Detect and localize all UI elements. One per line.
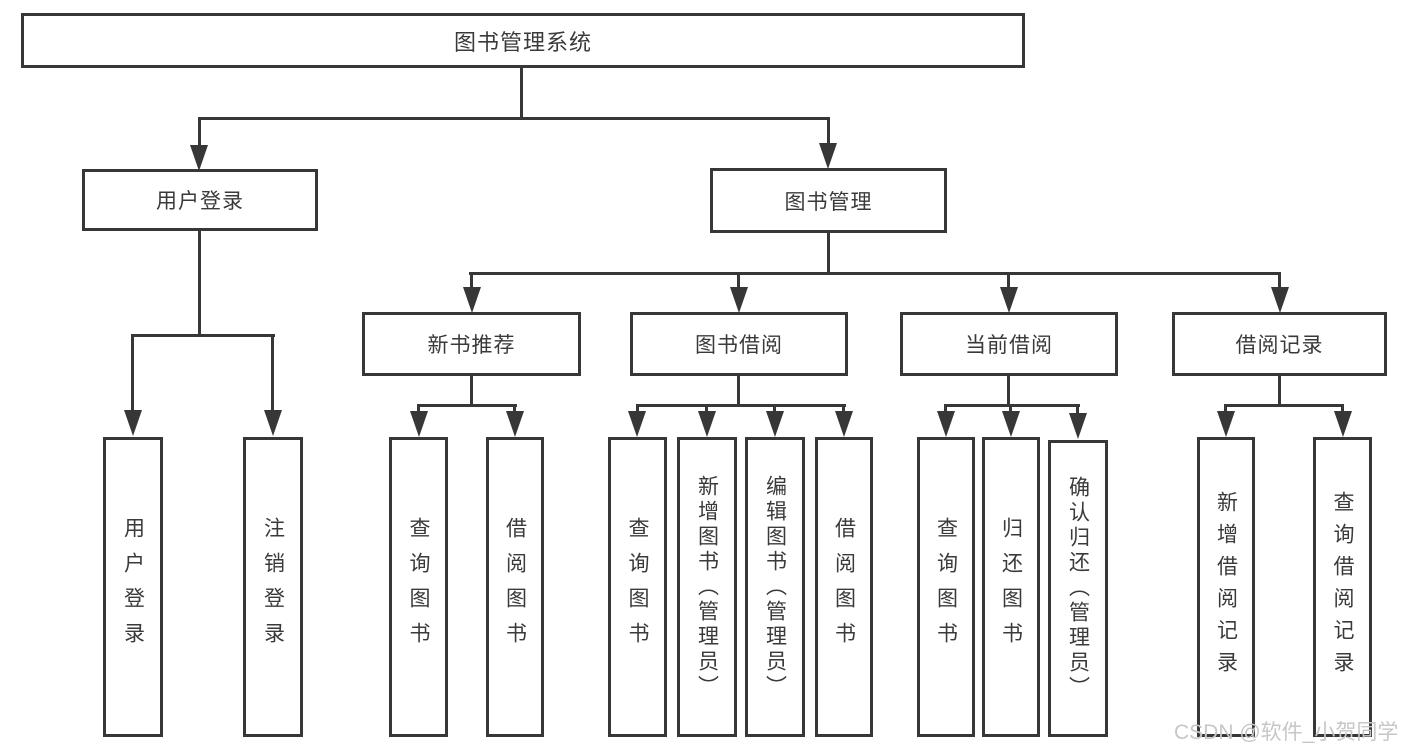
connector-drop-leaf-logout <box>271 334 274 411</box>
node-book-management: 图书管理 <box>710 168 947 233</box>
connector-drop-new-book <box>470 272 473 289</box>
connector-drop-borrow2 <box>842 404 845 413</box>
node-user-login: 用户登录 <box>82 169 318 231</box>
connector-user-login-stub <box>198 231 201 337</box>
connector-drop-edit-book <box>773 404 776 413</box>
arrowhead-leaf-logout <box>264 410 282 436</box>
connector-drop-query2 <box>636 404 639 413</box>
connector-drop-book-borrow <box>737 272 740 289</box>
leaf-user-login: 用户登录 <box>103 437 163 737</box>
csdn-watermark: CSDN @软件_小贺同学 <box>1174 721 1399 744</box>
arrowhead-return-book <box>1002 411 1020 437</box>
arrowhead-borrow2 <box>835 411 853 437</box>
arrowhead-borrow-records <box>1271 287 1289 313</box>
leaf-query-borrow-record: 查询借阅记录 <box>1313 437 1372 737</box>
connector-level3-rail <box>469 272 1281 275</box>
connector-current-borrow-rail <box>944 404 1080 407</box>
connector-drop-borrow-records <box>1278 272 1281 289</box>
leaf-edit-book-admin: 编辑图书（管理员） <box>745 437 805 737</box>
arrowhead-book-borrow <box>730 287 748 313</box>
connector-drop-add-book <box>705 404 708 413</box>
leaf-add-borrow-record: 新增借阅记录 <box>1197 437 1255 737</box>
connector-book-borrow-rail <box>636 404 846 407</box>
connector-user-login-rail <box>131 334 275 337</box>
connector-drop-current-borrow <box>1007 272 1010 289</box>
connector-drop-query1 <box>417 404 420 413</box>
arrowhead-leaf-login <box>124 410 142 436</box>
arrowhead-borrow1 <box>506 411 524 437</box>
connector-drop-query3 <box>944 404 947 413</box>
arrowhead-book-management <box>819 143 837 169</box>
connector-drop-confirm-return <box>1076 404 1079 413</box>
leaf-add-book-admin: 新增图书（管理员） <box>677 437 737 737</box>
leaf-logout: 注销登录 <box>243 437 303 737</box>
connector-drop-return-book <box>1009 404 1012 413</box>
node-current-borrowing: 当前借阅 <box>900 312 1118 376</box>
leaf-query-books-recommend: 查询图书 <box>389 437 448 737</box>
arrowhead-query3 <box>937 411 955 437</box>
leaf-return-books: 归还图书 <box>982 437 1040 737</box>
arrowhead-confirm-return <box>1069 413 1087 439</box>
connector-new-book-rail <box>417 404 517 407</box>
arrowhead-edit-book <box>766 411 784 437</box>
leaf-borrow-books-borrowing: 借阅图书 <box>815 437 873 737</box>
connector-root-stub <box>520 68 523 120</box>
connector-drop-user-login <box>198 117 201 148</box>
arrowhead-query-record <box>1334 411 1352 437</box>
arrowhead-add-book <box>698 411 716 437</box>
arrowhead-add-record <box>1217 411 1235 437</box>
node-new-book-recommendation: 新书推荐 <box>362 312 581 376</box>
node-library-management-system: 图书管理系统 <box>21 13 1025 68</box>
arrowhead-user-login <box>190 145 208 171</box>
leaf-query-books-current: 查询图书 <box>917 437 975 737</box>
connector-book-management-stub <box>827 233 830 274</box>
connector-current-borrow-stub <box>1007 376 1010 406</box>
connector-level2-rail <box>198 117 830 120</box>
arrowhead-current-borrow <box>1000 287 1018 313</box>
connector-drop-leaf-login <box>131 334 134 411</box>
node-book-borrowing: 图书借阅 <box>630 312 848 376</box>
leaf-borrow-books-recommend: 借阅图书 <box>486 437 544 737</box>
connector-borrow-records-stub <box>1278 376 1281 406</box>
leaf-query-books-borrowing: 查询图书 <box>608 437 667 737</box>
connector-drop-add-record <box>1224 404 1227 413</box>
connector-drop-query-record <box>1341 404 1344 413</box>
connector-drop-book-management <box>827 117 830 146</box>
leaf-confirm-return-admin: 确认归还（管理员） <box>1048 440 1108 737</box>
connector-book-borrow-stub <box>737 376 740 406</box>
arrowhead-new-book <box>463 287 481 313</box>
arrowhead-query2 <box>628 411 646 437</box>
arrowhead-query1 <box>410 411 428 437</box>
connector-drop-borrow1 <box>513 404 516 413</box>
connector-borrow-records-rail <box>1224 404 1344 407</box>
connector-new-book-stub <box>470 376 473 406</box>
node-borrowing-records: 借阅记录 <box>1172 312 1387 376</box>
